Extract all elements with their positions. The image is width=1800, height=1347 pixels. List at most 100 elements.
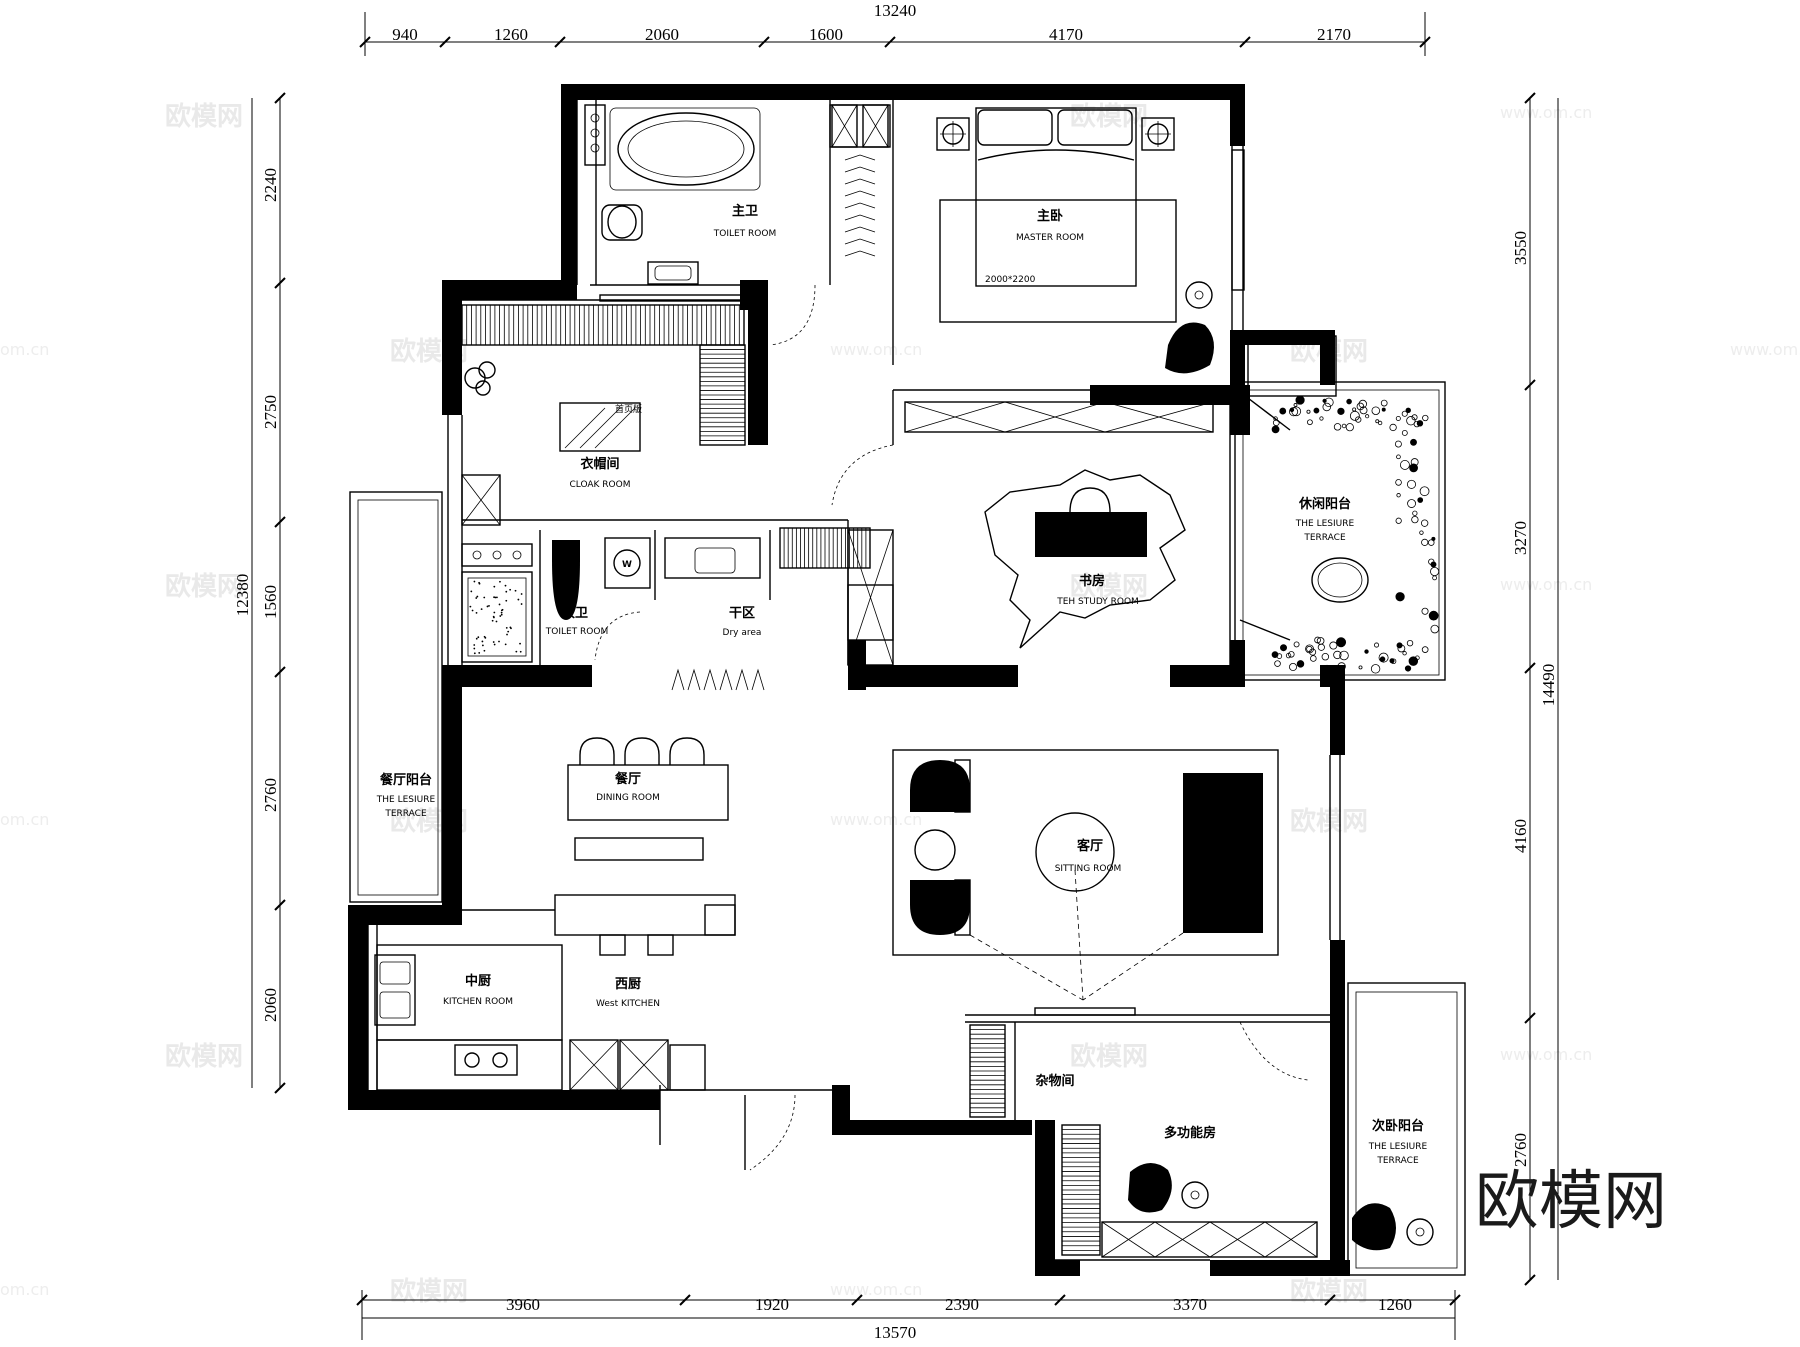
dim-left-total: 12380 <box>233 574 252 617</box>
label-kitchen-en: KITCHEN ROOM <box>443 997 513 1007</box>
dry-sink <box>664 537 761 579</box>
island: 首页版 <box>559 402 642 452</box>
label-sitting: 客厅 <box>1077 838 1103 854</box>
label-multi: 多功能房 <box>1164 1125 1216 1141</box>
hall-cabinet <box>779 527 871 569</box>
multi-lamp <box>1181 1181 1209 1209</box>
doors <box>594 284 1309 1171</box>
bed-size: 2000*2200 <box>985 275 1036 285</box>
label-dining-terrace: 餐厅阳台 <box>379 772 432 788</box>
label-master-bedroom-en: MASTER ROOM <box>1016 233 1084 243</box>
dim-left-seg: 2060 <box>261 988 280 1022</box>
dim-bottom-seg: 1920 <box>755 1295 789 1314</box>
second-toilet <box>552 540 580 620</box>
storage-cabinet <box>969 1024 1006 1118</box>
dim-top-seg: 940 <box>392 25 418 44</box>
side-cabinet <box>699 344 746 446</box>
multi-chair <box>1128 1162 1172 1213</box>
dimension-top: 13240 940 1260 2060 1600 4170 2170 <box>364 1 1426 56</box>
label-leisure-terrace-en2: TERRACE <box>1303 533 1346 543</box>
multi-bench <box>1101 1221 1318 1258</box>
sitting-rug <box>892 749 1279 956</box>
fridge-cabinets <box>569 1039 706 1091</box>
study-rug <box>984 469 1186 649</box>
label-leisure-terrace-en1: THE LESIURE <box>1295 519 1355 529</box>
round-coffee-table <box>1035 812 1115 892</box>
watermark: 欧模网 <box>165 571 243 602</box>
multi-cabinet <box>1061 1124 1101 1256</box>
sink-vanity <box>584 104 606 166</box>
lounge-chair <box>1165 322 1214 374</box>
label-study-en: TEH STUDY ROOM <box>1056 597 1139 607</box>
label-dry-area: 干区 <box>729 606 755 621</box>
dim-bottom-seg: 2390 <box>945 1295 979 1314</box>
label-dining-terrace-en1: THE LESIURE <box>376 795 436 805</box>
plant <box>464 361 496 396</box>
nightstand-left <box>936 117 970 151</box>
label-study: 书房 <box>1079 573 1105 589</box>
tall-cabinet <box>847 529 894 666</box>
shoe-cabinet <box>461 304 745 346</box>
terrace-lamp <box>1406 1218 1434 1246</box>
dim-bottom-total: 13570 <box>874 1323 917 1342</box>
tv <box>1034 1007 1136 1016</box>
armchair-bottom <box>910 880 970 935</box>
washing-machine: W <box>604 537 651 589</box>
kitchen-counter <box>376 894 736 1091</box>
dim-top-seg: 4170 <box>1049 25 1083 44</box>
watermark: 欧模网 <box>1070 571 1148 602</box>
dim-right-total: 14490 <box>1539 664 1558 707</box>
double-sink <box>374 954 416 1026</box>
dim-left-seg: 2240 <box>261 168 280 202</box>
watermark: 欧模网 <box>390 1276 468 1307</box>
dim-right-seg: 3270 <box>1511 521 1530 555</box>
planter-foliage <box>1271 395 1440 674</box>
armchair-top <box>910 760 970 812</box>
terrace-chair <box>1352 1203 1396 1251</box>
dim-top-seg: 2170 <box>1317 25 1351 44</box>
label-cloak-en: CLOAK ROOM <box>569 480 630 490</box>
watermark-url: www.om.cn <box>1730 340 1800 359</box>
label-master-bedroom: 主卧 <box>1037 208 1063 224</box>
dimension-left: 12380 2240 2750 1560 2760 2060 <box>233 98 281 1088</box>
label-sitting-en: SITTING ROOM <box>1055 864 1122 874</box>
wash-basin <box>647 261 699 285</box>
label-second-terrace-en2: TERRACE <box>1376 1156 1419 1166</box>
furniture: 2000*2200 <box>374 104 1440 1258</box>
dim-bottom-seg: 1260 <box>1378 1295 1412 1314</box>
label-dining-terrace-en2: TERRACE <box>384 809 427 819</box>
label-dining: 餐厅 <box>614 771 641 787</box>
label-dining-en: DINING ROOM <box>596 793 660 803</box>
study-bookcase <box>904 401 1214 433</box>
watermark-url: www.om.cn <box>830 1280 922 1299</box>
dim-right-seg: 2760 <box>1511 1133 1530 1167</box>
brand-logo: 欧模网 <box>1475 1165 1667 1239</box>
watermark: 欧模网 <box>165 1041 243 1072</box>
watermark-url: www.om.cn <box>830 810 922 829</box>
watermark-url: www.om.cn <box>830 340 922 359</box>
dim-left-seg: 2760 <box>261 778 280 812</box>
label-master-bath: 主卫 <box>732 203 758 219</box>
label-leisure-terrace: 休闲阳台 <box>1298 496 1351 512</box>
nightstand-right <box>1141 117 1175 151</box>
dim-top-seg: 2060 <box>645 25 679 44</box>
label-storage: 杂物间 <box>1035 1073 1074 1089</box>
shower-tray <box>461 571 533 663</box>
dim-right-seg: 3550 <box>1511 231 1530 265</box>
watermark-layer: 欧模网 欧模网 www.om.cn om.cn 欧模网 www.om.cn 欧模… <box>0 101 1800 1307</box>
label-second-bath: 次卫 <box>562 605 588 621</box>
study-chair <box>1069 487 1111 513</box>
closet-rack <box>829 104 891 257</box>
watermark-url: om.cn <box>0 340 49 359</box>
hanger-row <box>671 668 765 691</box>
label-dry-area-en: Dry area <box>723 628 762 638</box>
watermark: 欧模网 <box>1070 101 1148 132</box>
watermark-url: om.cn <box>0 1280 49 1299</box>
sofa <box>1183 773 1263 933</box>
toilet <box>601 204 643 241</box>
side-table <box>914 829 956 871</box>
dim-top-total: 13240 <box>874 1 917 20</box>
dimension-ticks <box>274 36 1536 1306</box>
dim-right-seg: 4160 <box>1511 819 1530 853</box>
